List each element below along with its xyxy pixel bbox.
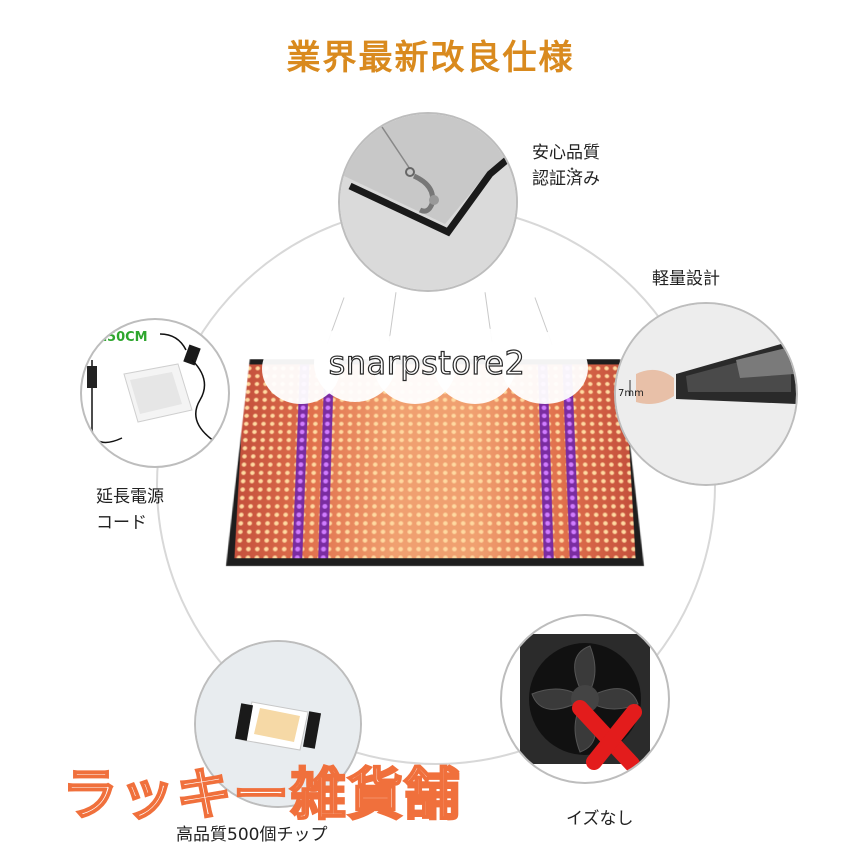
thickness-label: 7mm bbox=[618, 388, 644, 399]
cooling-fan-crossed-icon bbox=[520, 634, 650, 772]
power-cord-bubble: 150CM bbox=[80, 318, 230, 468]
no-fan-bubble bbox=[500, 614, 670, 784]
cloud-watermark-text: snarpstore2 bbox=[328, 343, 526, 382]
hanging-hook-icon bbox=[340, 114, 516, 290]
feature-label-separator: ・ bbox=[566, 162, 579, 176]
page-title: 業界最新改良仕様 bbox=[286, 38, 575, 78]
cloud-watermark: snarpstore2 bbox=[262, 322, 592, 404]
thin-panel-edge-icon bbox=[616, 304, 796, 484]
feature-label-no-noise: イズなし bbox=[566, 809, 634, 829]
feature-label-lightweight: 軽量設計 bbox=[652, 269, 720, 289]
feature-label-quality: 安心品質 認証済み bbox=[532, 143, 600, 189]
feature-label-chips: 高品質500個チップ bbox=[176, 825, 328, 845]
shop-watermark: ラッキー雑貨舗 bbox=[61, 762, 461, 829]
thin-edge-bubble: 7mm bbox=[614, 302, 798, 486]
smd-led-chip-icon bbox=[196, 642, 360, 806]
feature-label-extension-cord: 延長電源 コード bbox=[96, 487, 164, 533]
cable-length-label: 150CM bbox=[98, 330, 148, 345]
hook-detail-bubble bbox=[338, 112, 518, 292]
led-chip-bubble bbox=[194, 640, 362, 808]
